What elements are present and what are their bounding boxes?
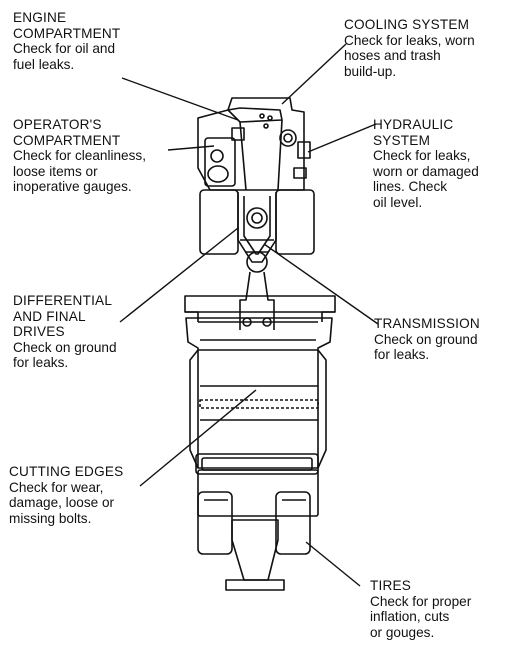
label-hydraulic-system: HYDRAULIC SYSTEM Check for leaks, worn o…: [373, 117, 479, 210]
label-description: Check for proper inflation, cuts or goug…: [370, 593, 472, 640]
tractor-unit: [197, 97, 315, 255]
label-differential-final-drives: DIFFERENTIAL AND FINAL DRIVES Check on g…: [13, 293, 117, 371]
leader-lines: [119, 43, 379, 587]
label-title: ENGINE COMPARTMENT: [13, 10, 121, 41]
label-description: Check for leaks, worn hoses and trash bu…: [344, 32, 475, 79]
label-description: Check for leaks, worn or damaged lines. …: [373, 148, 479, 210]
label-title: DIFFERENTIAL AND FINAL DRIVES: [13, 293, 113, 339]
rear-unit: [197, 469, 319, 591]
label-title: HYDRAULIC SYSTEM: [373, 117, 454, 148]
label-title: TIRES: [370, 578, 412, 593]
label-description: Check on ground for leaks.: [13, 339, 117, 371]
label-title: COOLING SYSTEM: [344, 17, 470, 32]
label-description: Check for cleanliness, loose items or in…: [13, 148, 146, 194]
label-engine-compartment: ENGINE COMPARTMENT Check for oil and fue…: [13, 10, 120, 72]
label-cooling-system: COOLING SYSTEM Check for leaks, worn hos…: [344, 17, 475, 79]
label-description: Check on ground for leaks.: [374, 331, 478, 363]
label-cutting-edges: CUTTING EDGES Check for wear, damage, lo…: [9, 464, 123, 526]
hitch-gooseneck: [237, 192, 277, 330]
label-title: OPERATOR'S COMPARTMENT: [13, 117, 121, 148]
label-title: CUTTING EDGES: [9, 464, 124, 479]
label-title: TRANSMISSION: [374, 316, 480, 331]
label-description: Check for oil and fuel leaks.: [13, 41, 116, 72]
label-transmission: TRANSMISSION Check on ground for leaks.: [374, 316, 480, 363]
label-operators-compartment: OPERATOR'S COMPARTMENT Check for cleanli…: [13, 117, 146, 195]
label-description: Check for wear, damage, loose or missing…: [9, 479, 115, 526]
label-tires: TIRES Check for proper inflation, cuts o…: [370, 578, 471, 640]
scraper-bowl: [184, 295, 336, 475]
